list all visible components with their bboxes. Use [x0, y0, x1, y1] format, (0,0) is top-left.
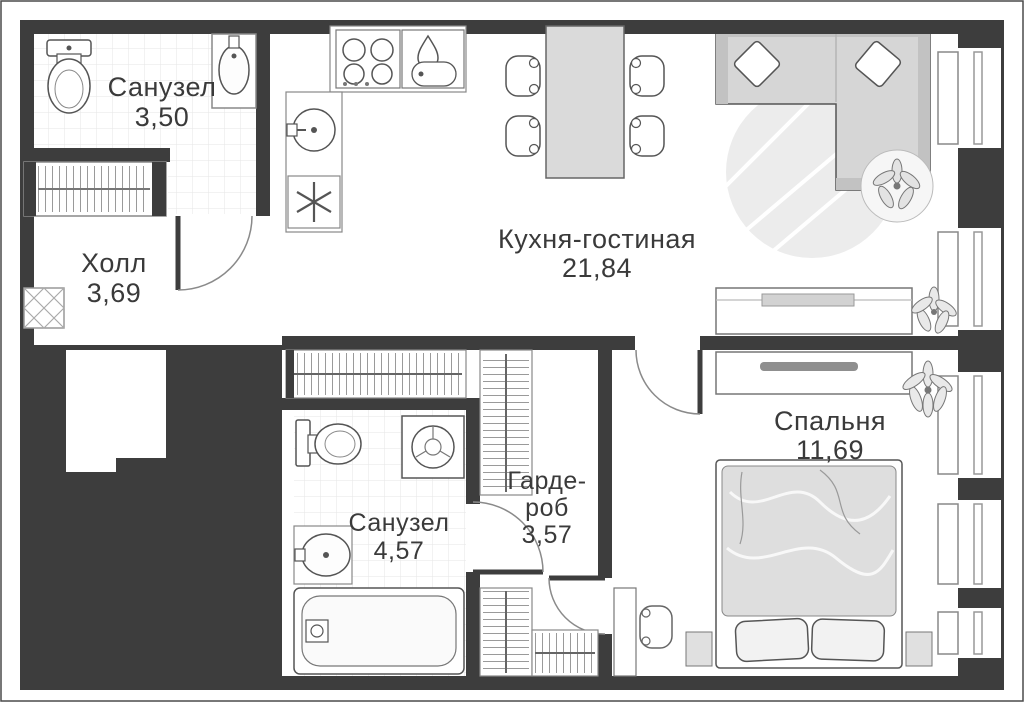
- door-arc: [175, 215, 253, 291]
- room-name-wardrobe-line1: Гарде-: [507, 467, 586, 495]
- bathroom2-fixtures: [293, 415, 465, 675]
- room-name-wardrobe-line2: роб: [525, 494, 569, 522]
- wardrobe-rail: [479, 349, 533, 496]
- door-arc: [635, 349, 703, 415]
- chair-icon: [629, 115, 665, 157]
- cooktop-icon: [335, 29, 401, 89]
- washing-machine-icon: [401, 415, 465, 479]
- bathtub: [293, 587, 465, 675]
- hall-fixtures: [23, 161, 167, 329]
- desk: [613, 587, 637, 677]
- stair-niche: [66, 350, 166, 472]
- room-area-bathroom2: 4,57: [374, 537, 425, 565]
- room-area-bathroom1: 3,50: [135, 102, 190, 132]
- toilet-icon: [295, 419, 362, 467]
- door-arc: [472, 501, 544, 575]
- vanity-sink-icon: [293, 525, 353, 585]
- wardrobe-units: [285, 349, 599, 677]
- window-frame: [973, 51, 983, 655]
- kitchen-fixtures: [285, 25, 467, 233]
- room-labels: Санузел 3,50 Холл 3,69 Кухня-гостиная 21…: [81, 72, 886, 565]
- bathroom1-fixtures: [46, 33, 257, 114]
- room-area-hall: 3,69: [87, 278, 142, 308]
- dining-set: [505, 25, 665, 179]
- toilet-icon: [46, 39, 92, 114]
- plant-icon: [902, 360, 953, 418]
- snowflake-icon: [287, 175, 341, 229]
- chair-icon: [629, 55, 665, 97]
- bedroom-furniture: [613, 459, 933, 677]
- wardrobe-rail: [479, 587, 533, 677]
- room-area-kitchen-living: 21,84: [562, 253, 632, 283]
- plant-icon: [860, 149, 934, 223]
- dresser: [715, 351, 913, 395]
- bed: [715, 459, 903, 669]
- room-name-bedroom: Спальня: [774, 406, 886, 436]
- room-area-wardrobe: 3,57: [522, 521, 573, 549]
- pillow-icon: [733, 40, 781, 88]
- kitchen-sink-icon: [401, 29, 465, 89]
- pillow-icon: [854, 40, 902, 88]
- room-name-bathroom1: Санузел: [108, 72, 217, 102]
- round-basin-icon: [286, 108, 336, 152]
- doors: [175, 215, 703, 635]
- nightstand: [905, 631, 933, 667]
- wardrobe-rail: [285, 349, 467, 399]
- wardrobe-rail: [23, 161, 167, 217]
- desk-chair: [639, 605, 673, 649]
- plant-icon: [911, 286, 957, 334]
- nightstand: [685, 631, 713, 667]
- doormat: [23, 287, 65, 329]
- wardrobe-rail: [531, 629, 599, 677]
- chair-icon: [505, 115, 541, 157]
- chair-icon: [505, 55, 541, 97]
- vanity-sink-icon: [211, 33, 257, 109]
- pillow-icon: [734, 617, 886, 663]
- room-name-kitchen-living: Кухня-гостиная: [498, 224, 696, 254]
- tv-console: [715, 287, 913, 335]
- dining-table: [545, 25, 625, 179]
- room-name-hall: Холл: [81, 248, 147, 278]
- room-name-bathroom2: Санузел: [349, 509, 450, 537]
- room-area-bedroom: 11,69: [796, 435, 864, 465]
